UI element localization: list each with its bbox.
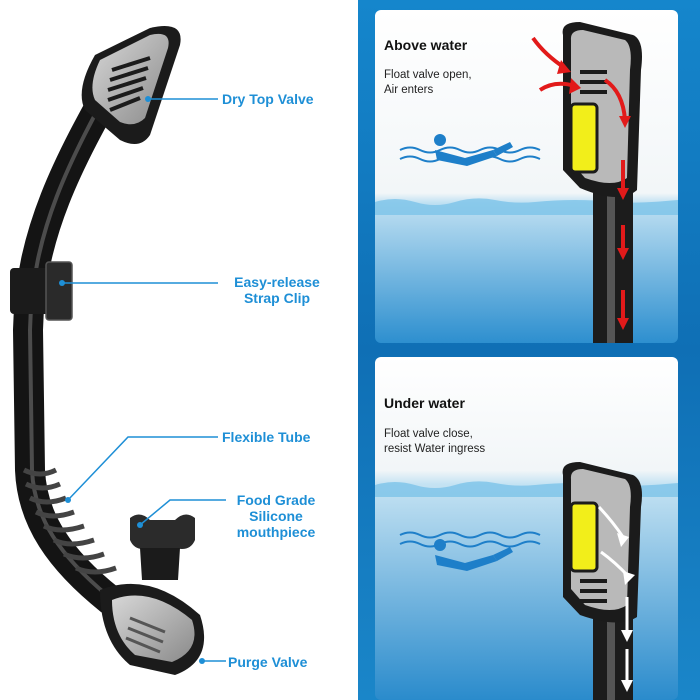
label-mouthpiece: Food Grade Silicone mouthpiece <box>226 492 326 540</box>
float-valve-yellow-under <box>569 501 599 573</box>
snorkel-closeup-above <box>562 22 642 343</box>
swimmer-icon <box>434 134 513 166</box>
panel-above-desc: Float valve open, Air enters <box>384 68 514 98</box>
panel-under-desc: Float valve close, resist Water ingress <box>384 427 514 457</box>
purge-valve <box>100 583 205 675</box>
panel-under-water: Under water Float valve close, resist Wa… <box>375 357 678 700</box>
panel-above-title: Above water <box>384 37 468 53</box>
dry-top-valve <box>81 26 181 144</box>
above-water-scene <box>375 10 678 343</box>
label-mouthpiece-line2: Silicone <box>249 508 303 524</box>
panel-under-desc-line2: resist Water ingress <box>384 443 486 455</box>
product-illustration: Dry Top Valve Easy-release Strap Clip Fl… <box>10 26 332 675</box>
label-dry-top-valve: Dry Top Valve <box>222 91 314 107</box>
label-mouthpiece-line3: mouthpiece <box>236 524 316 540</box>
label-mouthpiece-line1: Food Grade <box>236 492 316 508</box>
callout-lines <box>62 98 226 662</box>
float-valve-yellow <box>569 102 599 174</box>
label-flexible-tube: Flexible Tube <box>222 429 311 445</box>
label-strap-clip-line2: Strap Clip <box>243 290 311 306</box>
label-strap-clip-line1: Easy-release <box>234 274 320 290</box>
label-purge-valve: Purge Valve <box>228 654 308 670</box>
under-water-scene <box>375 357 678 700</box>
strap-clip <box>10 261 73 321</box>
snorkel-drawing <box>10 26 226 675</box>
panel-above-desc-line1: Float valve open, <box>384 69 472 81</box>
panel-under-desc-line1: Float valve close, <box>384 428 473 440</box>
panel-above-water: Above water Float valve open, Air enters <box>375 10 678 343</box>
panel-under-title: Under water <box>384 395 465 411</box>
label-strap-clip: Easy-release Strap Clip <box>222 274 332 306</box>
mouthpiece <box>130 514 195 580</box>
flexible-tube-ridges <box>22 467 117 575</box>
panel-above-desc-line2: Air enters <box>384 84 434 96</box>
